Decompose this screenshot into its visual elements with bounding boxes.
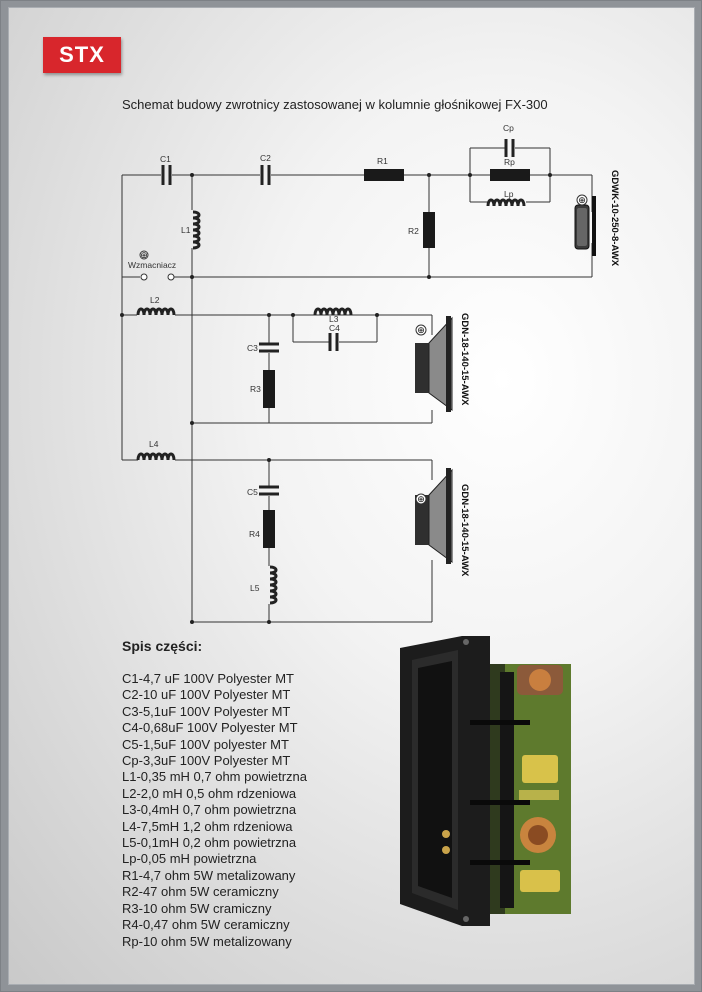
list-item: L4-7,5mH 1,2 ohm rdzeniowa	[122, 818, 293, 834]
list-item: L3-0,4mH 0,7 ohm powietrzna	[122, 802, 297, 818]
page-title: Schemat budowy zwrotnicy zastosowanej w …	[122, 97, 548, 112]
brand-logo: STX	[43, 37, 121, 73]
list-item: L2-2,0 mH 0,5 ohm rdzeniowa	[122, 785, 297, 801]
plus-icon: ⊕	[417, 494, 425, 504]
plus-icon: ⊕	[140, 250, 148, 260]
tweeter-model-label: GDWK-10-250-8-AWX	[609, 170, 620, 267]
label-l1: L1	[181, 225, 191, 235]
label-c5: C5	[247, 487, 258, 497]
plus-icon: ⊕	[578, 195, 586, 205]
list-item: L5-0,1mH 0,2 ohm powietrzna	[122, 835, 297, 851]
label-c4: C4	[329, 323, 340, 333]
plus-icon: ⊕	[417, 325, 425, 335]
parts-list: C1-4,7 uF 100V Polyester MT C2-10 uF 100…	[122, 671, 307, 950]
label-r3: R3	[250, 384, 261, 394]
amplifier-label: Wzmacniacz	[128, 260, 176, 270]
list-item: R2-47 ohm 5W ceramiczny	[122, 884, 279, 900]
label-c3: C3	[247, 343, 258, 353]
list-item: Rp-10 ohm 5W metalizowany	[122, 933, 292, 949]
list-item: R4-0,47 ohm 5W ceramiczny	[122, 917, 290, 933]
woofer-model-label: GDN-18-140-15-AWX	[459, 484, 470, 577]
label-cp: Cp	[503, 123, 514, 133]
label-c1: C1	[160, 154, 171, 164]
label-r2: R2	[408, 226, 419, 236]
label-l3: L3	[329, 314, 339, 324]
content-panel	[9, 8, 694, 984]
label-lp: Lp	[504, 189, 514, 199]
label-l2: L2	[150, 295, 160, 305]
list-item: L1-0,35 mH 0,7 ohm powietrzna	[122, 769, 307, 785]
label-c2: C2	[260, 153, 271, 163]
list-item: R1-4,7 ohm 5W metalizowany	[122, 867, 296, 883]
label-r1: R1	[377, 156, 388, 166]
label-l5: L5	[250, 583, 260, 593]
parts-heading: Spis części:	[122, 638, 203, 654]
mid-model-label: GDN-18-140-15-AWX	[459, 313, 470, 406]
mid-speaker-icon	[415, 316, 453, 412]
list-item: C3-5,1uF 100V Polyester MT	[122, 703, 291, 719]
woofer-speaker-icon	[415, 468, 453, 564]
list-item: C2-10 uF 100V Polyester MT	[122, 687, 291, 703]
tweeter-speaker-icon	[574, 194, 596, 256]
label-r4: R4	[249, 529, 260, 539]
list-item: C4-0,68uF 100V Polyester MT	[122, 720, 298, 736]
list-item: C5-1,5uF 100V polyester MT	[122, 736, 289, 752]
list-item: Cp-3,3uF 100V Polyester MT	[122, 753, 291, 769]
label-rp: Rp	[504, 157, 515, 167]
list-item: C1-4,7 uF 100V Polyester MT	[122, 671, 294, 686]
list-item: R3-10 ohm 5W cramiczny	[122, 900, 272, 916]
label-l4: L4	[149, 439, 159, 449]
list-item: Lp-0,05 mH powietrzna	[122, 851, 257, 867]
